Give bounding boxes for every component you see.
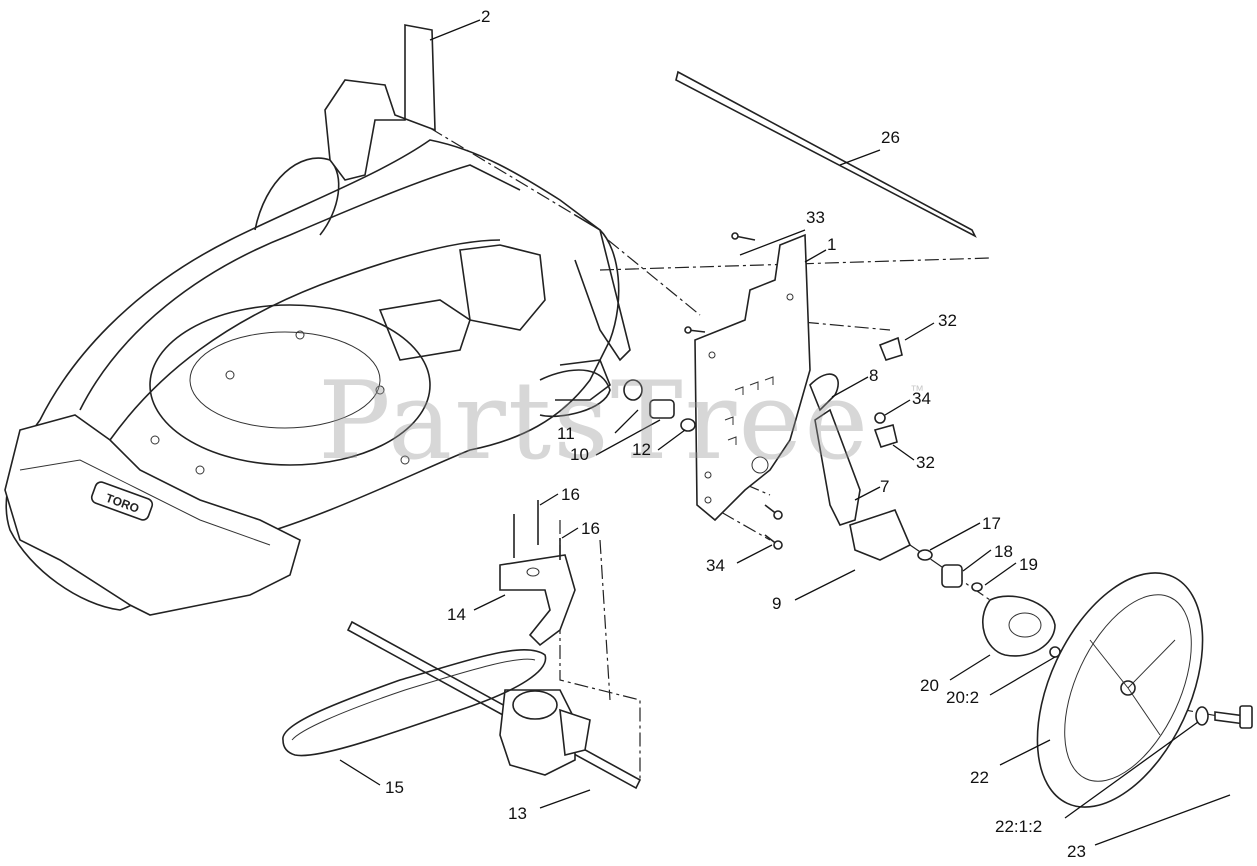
bolts [684, 232, 903, 550]
callout-16-upper: 16 [561, 485, 580, 504]
callout-22: 22 [970, 768, 989, 787]
callout-19: 19 [1019, 555, 1038, 574]
callout-1: 1 [827, 235, 837, 254]
transmission [346, 620, 642, 790]
callout-20-2: 20:2 [946, 688, 980, 707]
drive-belt [282, 648, 547, 757]
callout-32-top: 32 [938, 311, 957, 330]
callout-8: 8 [869, 366, 879, 385]
watermark: PartsTree [318, 359, 871, 484]
callout-9: 9 [772, 594, 782, 613]
callout-26: 26 [881, 128, 900, 147]
callout-32-bottom: 32 [916, 453, 935, 472]
leader-lines [339, 19, 1231, 846]
wheel-bolt [1195, 705, 1253, 729]
callout-34-left: 34 [706, 556, 725, 575]
callout-17: 17 [982, 514, 1001, 533]
callout-22-1-2: 22:1:2 [995, 817, 1043, 836]
callout-34-right: 34 [912, 389, 931, 408]
watermark-trademark: ™ [910, 382, 924, 398]
callout-15: 15 [385, 778, 404, 797]
callout-14: 14 [447, 605, 466, 624]
gear-parts [917, 549, 983, 592]
cable-parts [539, 369, 696, 432]
callout-16-lower: 16 [581, 519, 600, 538]
deck-bolt-holes [150, 330, 410, 475]
height-adjust-plate [694, 233, 811, 522]
callout-20: 20 [920, 676, 939, 695]
transmission-bracket [499, 500, 576, 647]
drive-cup [981, 595, 1061, 658]
axle-rod [675, 70, 977, 238]
callout-12: 12 [632, 440, 651, 459]
mower-deck: TORO [4, 24, 631, 616]
callout-18: 18 [994, 542, 1013, 561]
callout-13: 13 [508, 804, 527, 823]
callout-10: 10 [570, 445, 589, 464]
front-wheel [1036, 572, 1204, 808]
callout-11: 11 [557, 424, 575, 443]
callout-2: 2 [481, 7, 491, 26]
pivot-plate [849, 509, 912, 561]
callout-7: 7 [880, 477, 890, 496]
callout-33: 33 [806, 208, 825, 227]
handle-bracket [324, 24, 436, 181]
deck-logo-plate [90, 481, 154, 521]
callout-23: 23 [1067, 842, 1086, 861]
